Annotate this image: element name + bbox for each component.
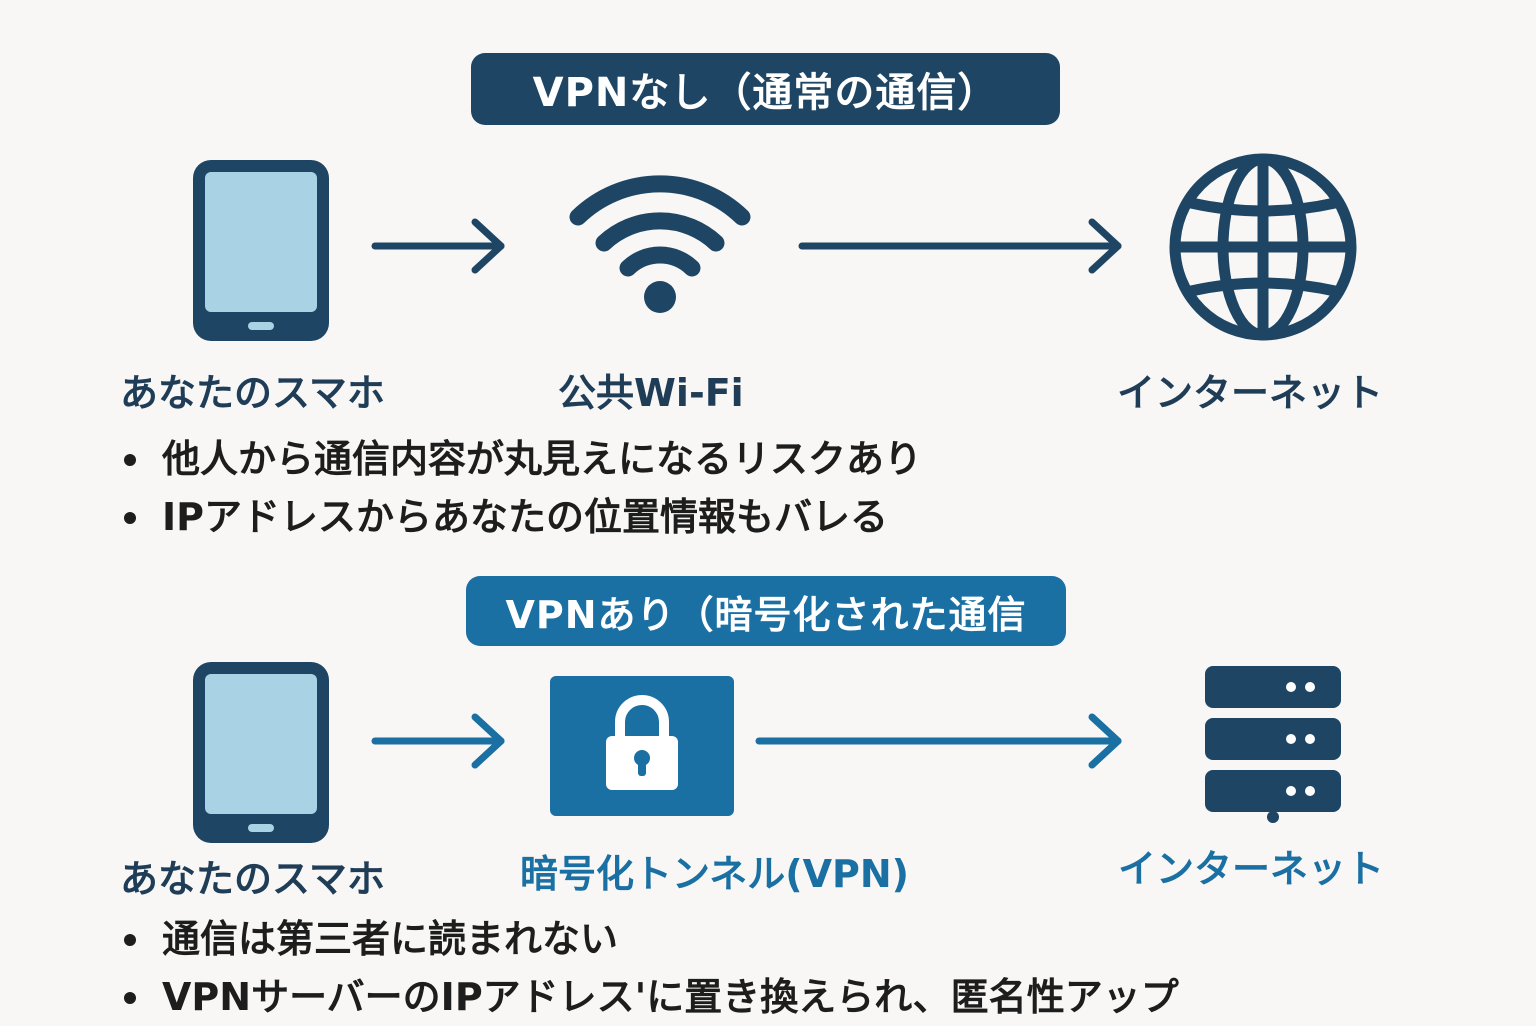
smartphone-icon xyxy=(193,662,329,843)
vpn-benefit-list: 通信は第三者に読まれない VPNサーバーのIPアドレス'に置き換えられ、匿名性ア… xyxy=(120,910,1179,1026)
smartphone-icon xyxy=(193,160,329,341)
no-vpn-risk-list: 他人から通信内容が丸見えになるリスクあり IPアドレスからあなたの位置情報もバレ… xyxy=(120,430,922,546)
arrow-right-icon xyxy=(371,218,505,274)
arrow-right-icon xyxy=(371,713,505,769)
internet-label: インターネット xyxy=(1118,847,1385,891)
list-item: IPアドレスからあなたの位置情報もバレる xyxy=(120,488,922,546)
wifi-icon xyxy=(569,175,751,313)
list-item: VPNサーバーのIPアドレス'に置き換えられ、匿名性アップ xyxy=(120,968,1179,1026)
arrow-right-icon xyxy=(798,218,1122,274)
globe-icon xyxy=(1169,153,1357,341)
internet-label: インターネット xyxy=(1117,371,1384,415)
phone-label: あなたのスマホ xyxy=(120,857,385,901)
arrow-right-icon xyxy=(755,713,1122,769)
server-icon xyxy=(1205,666,1341,823)
wifi-label: 公共Wi-Fi xyxy=(558,371,744,415)
tunnel-label: 暗号化トンネル(VPN) xyxy=(520,852,910,896)
vpn-title: VPNあり（暗号化された通信 xyxy=(466,576,1066,646)
list-item: 他人から通信内容が丸見えになるリスクあり xyxy=(120,430,922,488)
lock-icon xyxy=(550,676,734,816)
list-item: 通信は第三者に読まれない xyxy=(120,910,1179,968)
phone-label: あなたのスマホ xyxy=(120,371,385,415)
no-vpn-title: VPNなし（通常の通信） xyxy=(471,53,1060,125)
